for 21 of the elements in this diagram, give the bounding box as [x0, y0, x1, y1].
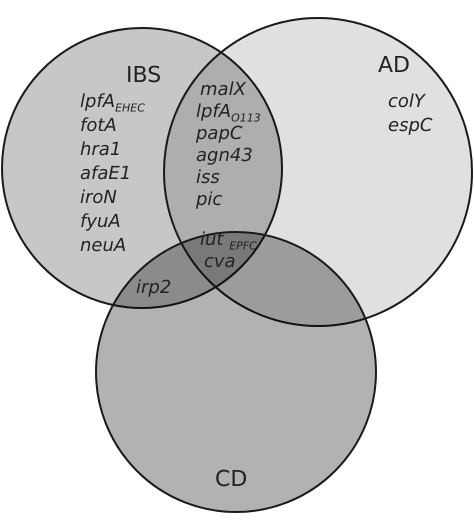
gene-label: neuA [80, 236, 126, 256]
gene-label: iroN [80, 188, 117, 208]
gene-label: malX [200, 80, 246, 100]
gene-label: cva [204, 252, 236, 272]
gene-label: espC [388, 116, 432, 136]
set-title: CD [215, 467, 248, 492]
gene-label: lpfA$_{O113}$ [196, 102, 261, 126]
gene-label: afaE1 [80, 164, 132, 184]
gene-label: papC [196, 124, 242, 144]
gene-label: lpfA$_{EHEC}$ [80, 92, 145, 117]
gene-label: fotA [80, 116, 117, 136]
gene-label: colY [388, 92, 425, 112]
gene-label: iss [196, 168, 220, 188]
set-title: IBS [126, 63, 162, 88]
gene-label: hra1 [80, 140, 122, 160]
gene-label: pic [196, 190, 222, 210]
gene-label: agn43 [196, 146, 253, 166]
gene-label: iut $_{EPFC}$ [200, 230, 257, 255]
set-title: AD [378, 53, 410, 78]
gene-label: fyuA [80, 212, 121, 232]
gene-label: irp2 [136, 278, 172, 298]
